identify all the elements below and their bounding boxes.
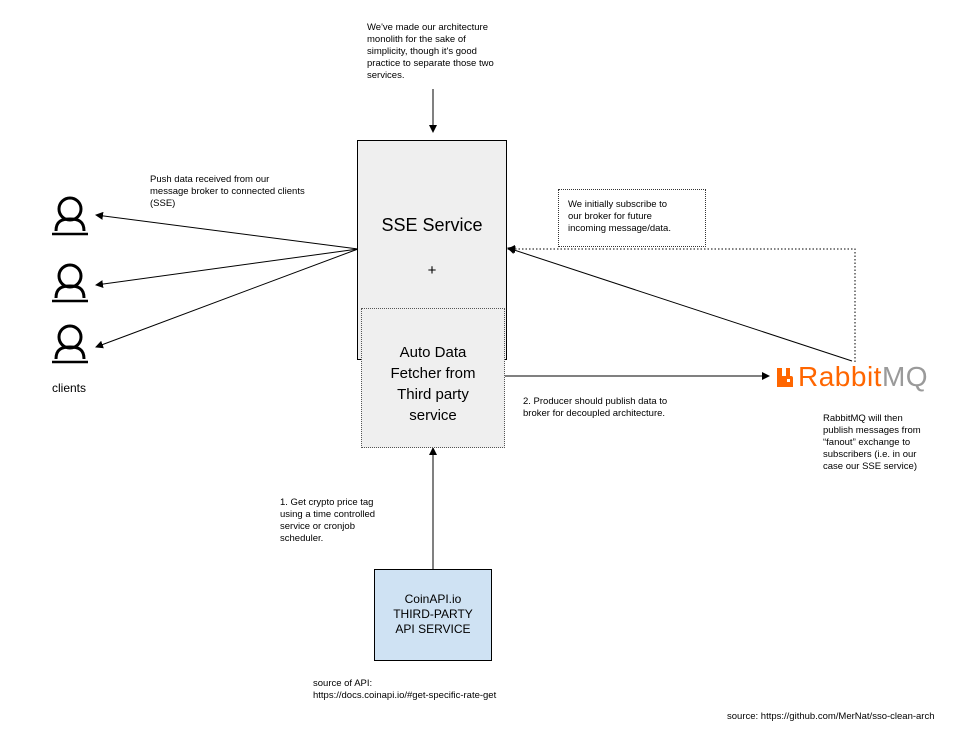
plus-sign: + [427, 262, 437, 279]
push-data-note: Push data received from our message brok… [150, 174, 305, 209]
subscribe-note: We initially subscribe to our broker for… [568, 199, 671, 234]
rabbitmq-logo-rabbit: Rabbit [798, 361, 882, 392]
user-icon [52, 196, 88, 236]
subscribe-dotted-arrow [507, 245, 856, 362]
rabbitmq-logo-mq: MQ [881, 361, 929, 392]
rabbitmq-logo-icon [777, 368, 793, 387]
get-price-note: 1. Get crypto price tag using a time con… [280, 497, 376, 544]
coinapi-service-label: CoinAPI.io THIRD-PARTY API SERVICE [393, 592, 473, 636]
rabbitmq-to-sse-arrow [507, 246, 853, 362]
clients-label: clients [52, 381, 87, 395]
architecture-note: We've made our architecture monolith for… [367, 22, 494, 81]
rabbitmq-logo-text: RabbitMQ [798, 361, 928, 393]
producer-note: 2. Producer should publish data to broke… [523, 396, 668, 419]
subscribe-note-box [558, 189, 706, 247]
auto-data-fetcher-box [361, 308, 505, 448]
user-icon [52, 263, 88, 303]
coinapi-service-box [374, 569, 492, 661]
rabbitmq-note: RabbitMQ will then publish messages from… [823, 413, 921, 472]
api-source-note: source of API: https://docs.coinapi.io/#… [313, 678, 497, 701]
push-arrow-client-1 [95, 211, 359, 250]
sse-service-title: SSE Service [381, 215, 483, 235]
user-icon [52, 324, 88, 364]
auto-data-fetcher-label: Auto Data Fetcher from Third party servi… [390, 344, 476, 424]
push-arrow-client-3 [95, 248, 359, 349]
source-footer: source: https://github.com/MerNat/sso-cl… [727, 711, 935, 722]
push-arrow-client-2 [95, 248, 359, 289]
